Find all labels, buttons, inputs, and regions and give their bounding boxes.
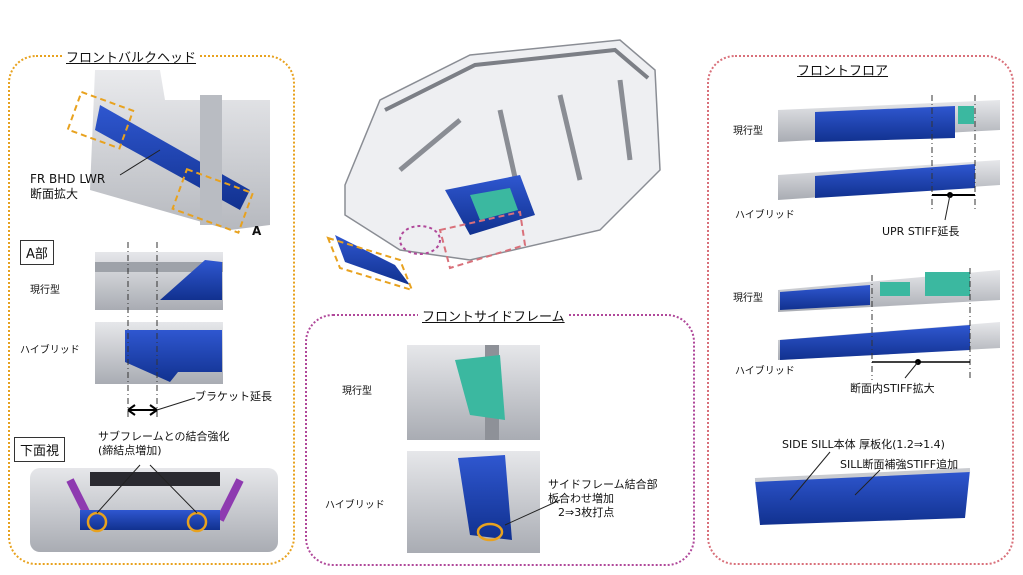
hybrid-label-right-1: ハイブリッド bbox=[735, 210, 795, 221]
front-bulkhead-title: フロントバルクヘッド bbox=[62, 47, 201, 66]
current-label-left: 現行型 bbox=[30, 285, 60, 296]
marker-a: A bbox=[252, 224, 262, 238]
hybrid-label-right-2: ハイブリッド bbox=[735, 366, 795, 377]
side-frame-note-line3: 2⇒3枚打点 bbox=[558, 505, 615, 519]
bottom-view-box: 下面視 bbox=[14, 437, 66, 462]
side-frame-current-image bbox=[407, 345, 540, 440]
floor-upper-current-image bbox=[778, 100, 1000, 142]
bracket-extension-label: ブラケット延長 bbox=[195, 390, 272, 403]
floor-lower-current-image bbox=[778, 270, 1000, 312]
current-label-right-2: 現行型 bbox=[733, 293, 763, 304]
side-sill-image bbox=[754, 451, 971, 525]
section-a-box: A部 bbox=[20, 240, 54, 265]
bulkhead-image bbox=[66, 70, 270, 234]
front-side-frame-title: フロントサイドフレーム bbox=[418, 306, 569, 325]
upr-stiff-label: UPR STIFF延長 bbox=[882, 225, 960, 238]
subframe-line2: (締結点増加) bbox=[98, 443, 162, 457]
fr-bhd-lwr-line1: FR BHD LWR bbox=[30, 172, 106, 186]
sill-stiff-label: SILL断面補強STIFF追加 bbox=[840, 458, 959, 471]
front-floor-panel bbox=[707, 55, 1014, 565]
side-frame-note-line2: 板合わせ増加 bbox=[548, 491, 614, 505]
side-frame-note: サイドフレーム結合部 板合わせ増加 2⇒3枚打点 bbox=[548, 478, 658, 519]
side-sill-body-label: SIDE SILL本体 厚板化(1.2⇒1.4) bbox=[782, 438, 945, 451]
subframe-label: サブフレームとの結合強化 (締結点増加) bbox=[98, 430, 230, 458]
fr-bhd-lwr-line2: 断面拡大 bbox=[30, 187, 79, 201]
current-label-right-1: 現行型 bbox=[733, 126, 763, 137]
hybrid-label-left: ハイブリッド bbox=[20, 345, 80, 356]
side-frame-note-line1: サイドフレーム結合部 bbox=[548, 478, 658, 491]
section-a-current-image bbox=[95, 252, 223, 310]
floor-upper-hybrid-image bbox=[778, 160, 1000, 200]
hybrid-label-middle: ハイブリッド bbox=[325, 500, 385, 511]
floor-lower-hybrid-image bbox=[778, 322, 1000, 360]
bottom-view-image bbox=[30, 464, 278, 552]
section-a-hybrid-image bbox=[95, 322, 223, 384]
fr-bhd-lwr-label: FR BHD LWR 断面拡大 bbox=[30, 172, 105, 202]
subframe-line1: サブフレームとの結合強化 bbox=[98, 430, 230, 443]
car-body-image bbox=[326, 39, 661, 292]
inner-stiff-label: 断面内STIFF拡大 bbox=[850, 382, 935, 395]
side-frame-hybrid-image bbox=[407, 451, 561, 553]
front-floor-title: フロントフロア bbox=[793, 60, 893, 79]
current-label-middle: 現行型 bbox=[342, 386, 372, 397]
